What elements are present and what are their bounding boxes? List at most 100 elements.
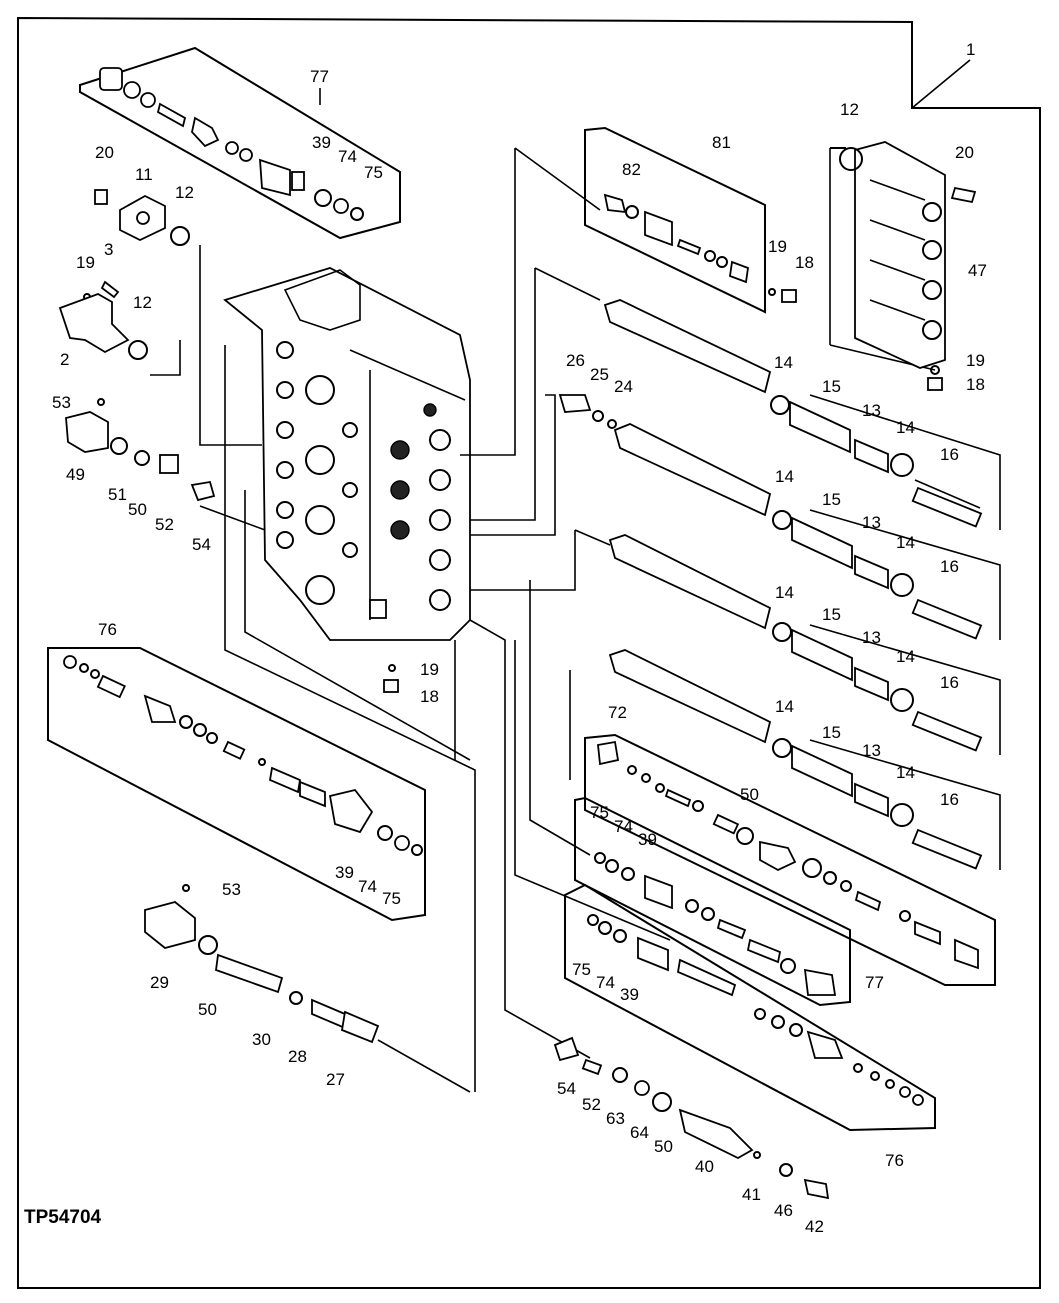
callout-50: 50 [654,1137,673,1156]
callout-26: 26 [566,351,585,370]
callout-30: 30 [252,1030,271,1049]
callout-50: 50 [128,500,147,519]
callout-75: 75 [590,803,609,822]
callout-39: 39 [335,863,354,882]
callout-14: 14 [896,418,915,437]
callout-13: 13 [862,628,881,647]
callout-49: 49 [66,465,85,484]
callout-52: 52 [155,515,174,534]
callout-77: 77 [865,973,884,992]
plug-49-assembly [65,398,216,502]
callout-29: 29 [150,973,169,992]
callout-77: 77 [310,67,329,86]
group-box-77-top [79,46,401,240]
callout-20: 20 [95,143,114,162]
spool-row-3 [608,534,914,712]
callout-16: 16 [940,445,959,464]
callout-41: 41 [742,1185,761,1204]
spool-row-4 [608,649,914,827]
callout-39: 39 [638,830,657,849]
group-box-76-left [47,647,426,922]
callout-18: 18 [966,375,985,394]
callout-14: 14 [896,647,915,666]
callout-12: 12 [840,100,859,119]
outer-boundary [17,16,1041,1289]
callout-14: 14 [775,583,794,602]
callout-1: 1 [966,40,975,59]
callout-14: 14 [774,353,793,372]
callout-24: 24 [614,377,633,396]
relief-valve-assembly-76-right [587,914,924,1106]
callout-15: 15 [822,723,841,742]
callout-74: 74 [614,817,633,836]
callout-54: 54 [557,1079,576,1098]
callout-12: 12 [133,293,152,312]
callout-2: 2 [60,350,69,369]
relief-valve-assembly-77-right [594,852,837,996]
cover-11-assembly [58,189,190,360]
callout-47: 47 [968,261,987,280]
callout-13: 13 [862,401,881,420]
callout-15: 15 [822,377,841,396]
callout-54: 54 [192,535,211,554]
leader-1 [911,59,971,109]
spool-row-2 [558,394,914,597]
group-box-72 [584,733,996,986]
callout-15: 15 [822,605,841,624]
callout-16: 16 [940,790,959,809]
group-box-81 [584,126,766,314]
callout-51: 51 [108,485,127,504]
callout-19: 19 [768,237,787,256]
callout-75: 75 [572,960,591,979]
relief-valve-assembly-76-left [63,655,423,856]
callout-19: 19 [76,253,95,272]
callout-14: 14 [775,467,794,486]
callout-63: 63 [606,1109,625,1128]
callout-64: 64 [630,1123,649,1142]
bottom-parts [553,1036,830,1200]
group-box-47 [830,147,846,150]
callout-81: 81 [712,133,731,152]
callout-50: 50 [740,785,759,804]
callout-76: 76 [98,620,117,639]
callout-52: 52 [582,1095,601,1114]
callout-13: 13 [862,741,881,760]
callout-75: 75 [382,889,401,908]
figure-id: TP54704 [24,1207,102,1228]
callout-11: 11 [135,165,153,184]
callout-3: 3 [104,240,113,259]
callout-53: 53 [222,880,241,899]
callout-16: 16 [940,557,959,576]
relief-valve-81 [603,193,797,303]
callout-50: 50 [198,1000,217,1019]
group-box-76-right [564,883,936,1132]
callout-75: 75 [364,163,383,182]
callout-25: 25 [590,365,609,384]
end-cover-47 [839,141,977,391]
spool-row-1 [603,299,914,477]
callout-39: 39 [312,133,331,152]
callout-42: 42 [805,1217,824,1236]
callout-74: 74 [596,973,615,992]
group-box-77-right [574,796,851,1007]
callout-20: 20 [955,143,974,162]
callout-40: 40 [695,1157,714,1176]
callout-76: 76 [885,1151,904,1170]
callout-39: 39 [620,985,639,1004]
callout-labels: 1 77 81 12 20 20 11 12 39 74 75 82 19 3 … [52,40,987,1236]
callout-18: 18 [795,253,814,272]
load-check-29-assembly [144,884,380,1044]
callout-74: 74 [338,147,357,166]
callout-18: 18 [420,687,439,706]
callout-12: 12 [175,183,194,202]
callout-19: 19 [966,351,985,370]
callout-15: 15 [822,490,841,509]
callout-27: 27 [326,1070,345,1089]
callout-14: 14 [896,763,915,782]
callout-53: 53 [52,393,71,412]
callout-19: 19 [420,660,439,679]
callout-14: 14 [775,697,794,716]
callout-46: 46 [774,1201,793,1220]
callout-28: 28 [288,1047,307,1066]
